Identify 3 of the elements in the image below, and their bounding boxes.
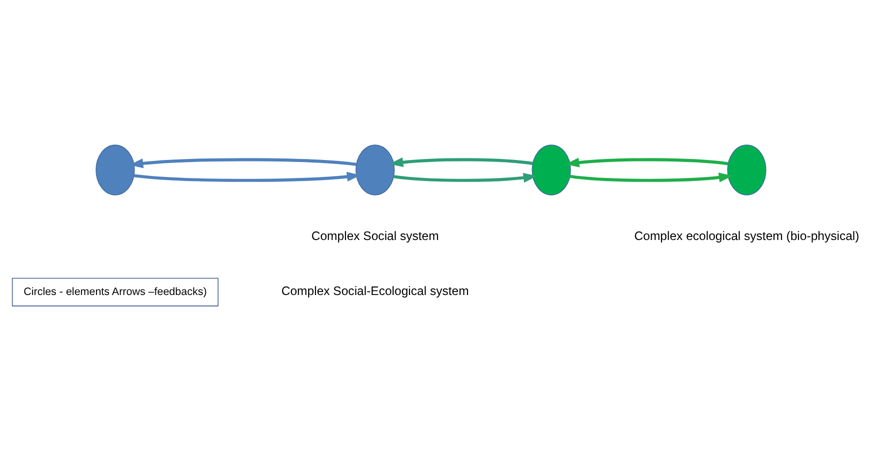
label: Complex Social-Ecological system [281,284,469,298]
label: Complex ecological system (bio-physical) [634,228,860,242]
label: Complex Social system [311,228,439,242]
